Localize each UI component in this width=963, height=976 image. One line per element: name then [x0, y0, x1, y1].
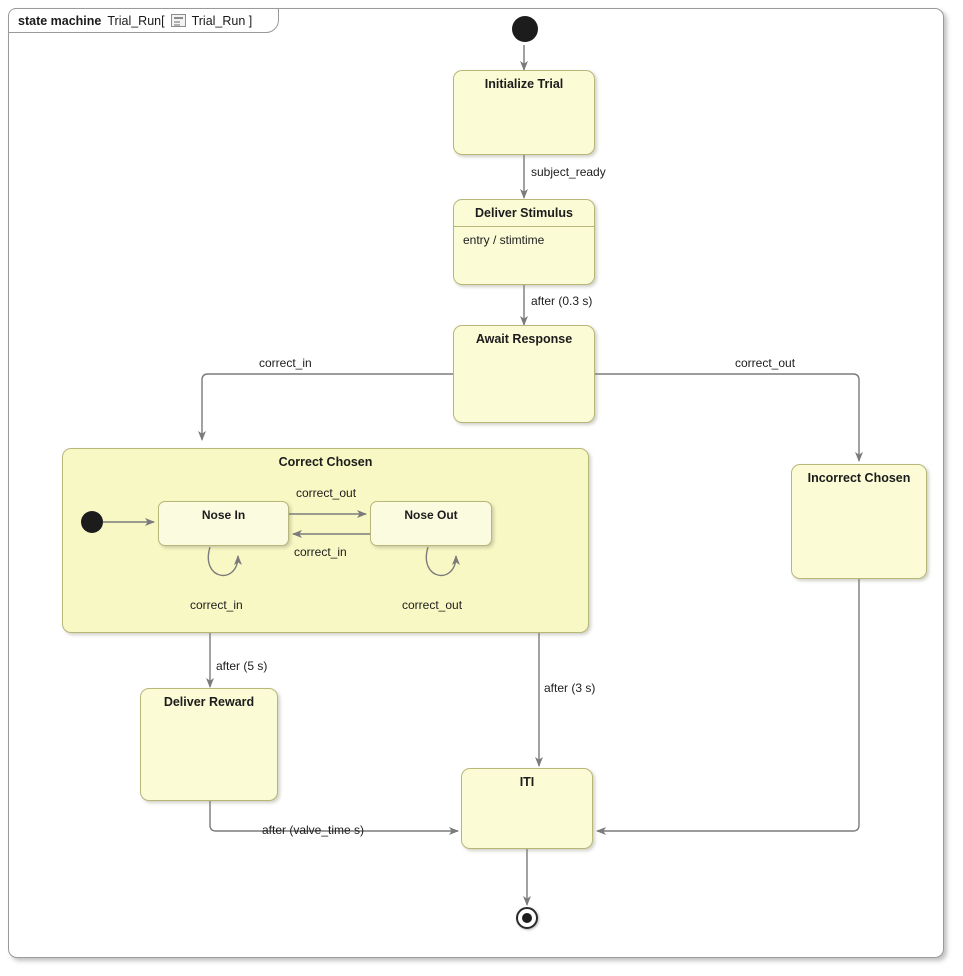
transition-label-after-3s: after (3 s): [544, 681, 596, 695]
state-title: Nose Out: [404, 508, 458, 522]
frame-keyword: state machine: [18, 13, 102, 28]
transition-label-subject-ready: subject_ready: [531, 165, 606, 179]
state-incorrect-chosen[interactable]: Incorrect Chosen: [791, 464, 927, 579]
state-title: Await Response: [475, 332, 573, 346]
state-entry-action: entry / stimtime: [463, 233, 545, 247]
transition-label-correct-out-right: correct_out: [735, 356, 796, 370]
state-compartment-divider: [454, 226, 594, 227]
state-title: Deliver Stimulus: [475, 206, 573, 220]
frame-name: Trial_Run[: [107, 13, 165, 28]
state-title: ITI: [519, 775, 535, 789]
initial-state-correct-region: [81, 511, 103, 533]
state-title: Initialize Trial: [484, 77, 564, 91]
diagram-header-tab[interactable]: state machine Trial_Run[ Trial_Run ]: [8, 8, 280, 33]
diagram-icon: [170, 14, 186, 27]
state-nose-in[interactable]: Nose In: [158, 501, 289, 546]
transition-label-noseout-self: correct_out: [402, 598, 463, 612]
transition-label-nosein-to-noseout: correct_out: [296, 486, 357, 500]
state-title: Correct Chosen: [278, 455, 373, 469]
transition-label-noseout-to-nosein: correct_in: [294, 545, 347, 559]
transition-label-after-03s: after (0.3 s): [531, 294, 593, 308]
state-deliver-stimulus[interactable]: Deliver Stimulus entry / stimtime: [453, 199, 595, 285]
frame-qualifier: Trial_Run ]: [191, 13, 253, 28]
transition-label-after-valve-time: after (valve_time s): [262, 823, 365, 837]
final-state: [516, 907, 538, 929]
state-title: Incorrect Chosen: [807, 471, 911, 485]
state-iti[interactable]: ITI: [461, 768, 593, 849]
state-title: Nose In: [201, 508, 246, 522]
state-title: Deliver Reward: [163, 695, 255, 709]
state-correct-chosen[interactable]: Correct Chosen: [62, 448, 589, 633]
state-nose-out[interactable]: Nose Out: [370, 501, 492, 546]
initial-state-top: [512, 16, 538, 42]
state-initialize-trial[interactable]: Initialize Trial: [453, 70, 595, 155]
transition-label-nosein-self: correct_in: [190, 598, 243, 612]
state-await-response[interactable]: Await Response: [453, 325, 595, 423]
transition-label-correct-in-left: correct_in: [259, 356, 312, 370]
state-deliver-reward[interactable]: Deliver Reward: [140, 688, 278, 801]
transition-label-after-5s: after (5 s): [216, 659, 268, 673]
